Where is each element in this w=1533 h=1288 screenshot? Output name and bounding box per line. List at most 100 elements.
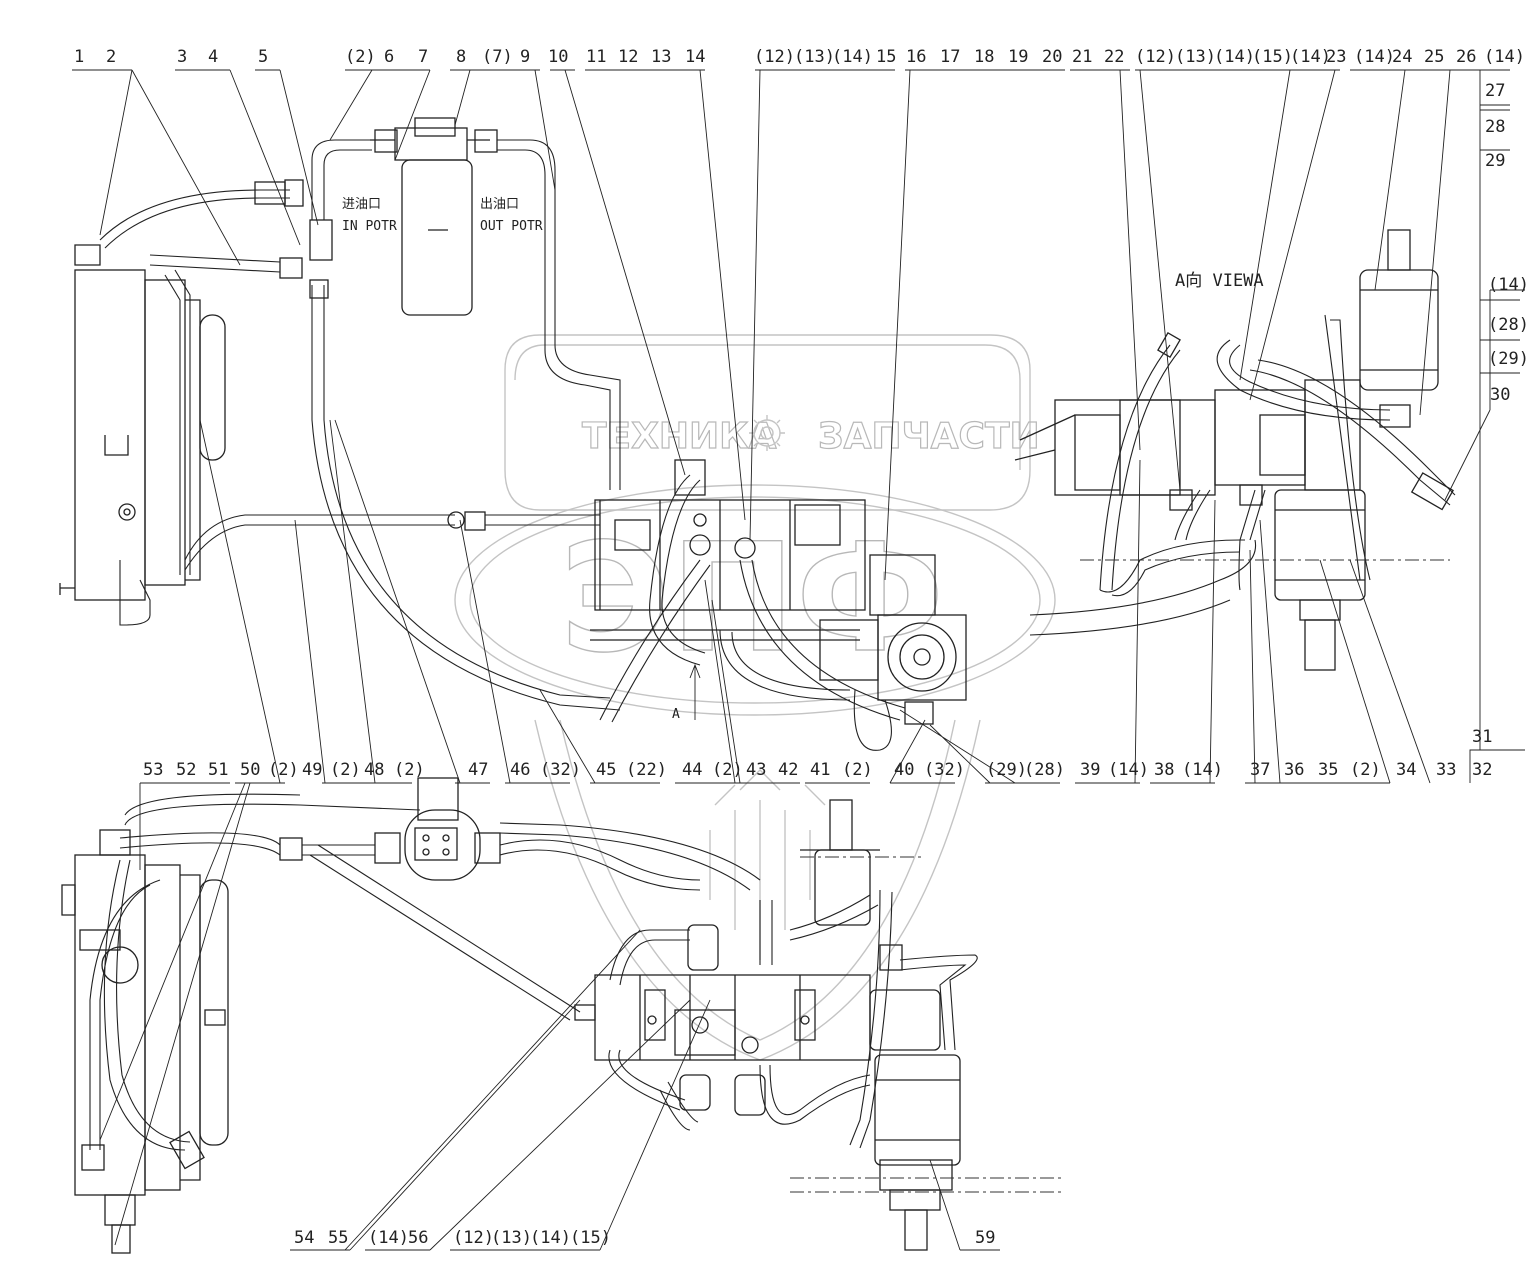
callout: (7) [482, 47, 513, 67]
hoses-top-left [99, 139, 621, 711]
callout: (28) [1488, 315, 1529, 335]
hoses-center-top [599, 474, 934, 751]
callout: 44 [682, 760, 702, 780]
callout: (14) [368, 1228, 409, 1248]
callouts-middle-row: 50 (2) 49 (2) 48 (2) 47 46 (32) 45 (22) … [240, 760, 1492, 780]
callouts-bottom-row: 54 55 (14) 56 (12) (13) (14) (15) 59 [294, 1228, 995, 1248]
outlet-label-cn: 出油口 [480, 197, 519, 212]
callout: 23 [1326, 47, 1346, 67]
callout: 16 [906, 47, 926, 67]
callout: (2) [1350, 760, 1381, 780]
callout: 35 [1318, 760, 1338, 780]
callout: 4 [208, 47, 218, 67]
callouts-top-row: 1 2 3 4 5 (2) 6 7 8 (7) 9 10 11 12 13 14… [74, 47, 1525, 67]
callout: 30 [1490, 385, 1510, 405]
pump-assembly-top [590, 459, 967, 701]
callout: 59 [975, 1228, 995, 1248]
callout: (32) [540, 760, 581, 780]
callout: 10 [548, 47, 568, 67]
callout: 51 [208, 760, 228, 780]
callout: (14) [1182, 760, 1223, 780]
callout: 33 [1436, 760, 1456, 780]
callout: 11 [586, 47, 606, 67]
watermark-text-right: ЗАПЧАСТИ [818, 416, 1040, 457]
callout: (12) [1135, 47, 1176, 67]
callout: (14) [1108, 760, 1149, 780]
callout: (29) [986, 760, 1027, 780]
oil-filter-bottom [374, 777, 501, 881]
callout: (13) [1175, 47, 1216, 67]
callout: 43 [746, 760, 766, 780]
oil-cooler-top [59, 244, 226, 601]
callout: (2) [330, 760, 361, 780]
callout: 38 [1154, 760, 1174, 780]
callout: 47 [468, 760, 488, 780]
callout: 56 [408, 1228, 428, 1248]
callout: (14) [530, 1228, 571, 1248]
callouts-right-column: 27 28 29 (14) (28) (29) 30 31 [1472, 81, 1529, 747]
pump-assembly-bottom [574, 799, 961, 1251]
callout: 46 [510, 760, 530, 780]
oil-filter-top [370, 117, 498, 316]
callout: 48 [364, 760, 384, 780]
view-arrow-label: A [672, 707, 680, 722]
callout: 2 [106, 47, 116, 67]
top-callout-leaders [72, 69, 1525, 750]
callout: (14) [1484, 47, 1525, 67]
callout: 54 [294, 1228, 314, 1248]
callout: (22) [626, 760, 667, 780]
callout: 26 [1456, 47, 1476, 67]
inlet-label-cn: 进油口 [342, 197, 381, 212]
callout: 6 [384, 47, 394, 67]
callout: (32) [924, 760, 965, 780]
callout: (14) [1214, 47, 1255, 67]
watermark-emblem-oval [454, 484, 1056, 716]
callout: (2) [394, 760, 425, 780]
callout: (2) [842, 760, 873, 780]
callout: 31 [1472, 727, 1492, 747]
callout: 40 [894, 760, 914, 780]
hoses-bottom-center [608, 889, 978, 1149]
callout: 22 [1104, 47, 1124, 67]
callout: 53 [143, 760, 163, 780]
callout: (28) [1024, 760, 1065, 780]
callout: (2) [345, 47, 376, 67]
inlet-label-en: IN POTR [342, 219, 397, 234]
callout: (12) [453, 1228, 494, 1248]
pump-assembly-view-a [1014, 229, 1439, 671]
callout: 49 [302, 760, 322, 780]
callout: 36 [1284, 760, 1304, 780]
callout: (14) [1290, 47, 1331, 67]
callout: (13) [794, 47, 835, 67]
callout: (12) [754, 47, 795, 67]
callout: 32 [1472, 760, 1492, 780]
callout: (29) [1488, 349, 1529, 369]
callout: 1 [74, 47, 84, 67]
filter-port-labels: 进油口 IN POTR 出油口 OUT POTR [342, 197, 543, 234]
callout: 41 [810, 760, 830, 780]
mid-callout-leaders [199, 419, 1525, 784]
hoses-bottom-left [81, 793, 761, 1171]
callout: 39 [1080, 760, 1100, 780]
callout: 21 [1072, 47, 1092, 67]
callout: (14) [832, 47, 873, 67]
callout: 55 [328, 1228, 348, 1248]
center-lines [790, 559, 1450, 1193]
callout: 28 [1485, 117, 1505, 137]
callout: 34 [1396, 760, 1416, 780]
callout: (14) [1488, 275, 1529, 295]
callout: 18 [974, 47, 994, 67]
callout: (15) [1252, 47, 1293, 67]
callout: 7 [418, 47, 428, 67]
callout: 15 [876, 47, 896, 67]
watermark: ТЕХНИКА ЗАПЧАСТИ ЭПФ [454, 334, 1056, 1061]
bottom-callout-leaders [99, 782, 1000, 1251]
view-a-title: A向 VIEWA [1175, 271, 1264, 291]
callout: 29 [1485, 151, 1505, 171]
oil-cooler-bottom [61, 829, 229, 1254]
callout: 3 [177, 47, 187, 67]
callout: 13 [651, 47, 671, 67]
callout: 8 [456, 47, 466, 67]
callout: 9 [520, 47, 530, 67]
gear-icon [749, 415, 785, 451]
